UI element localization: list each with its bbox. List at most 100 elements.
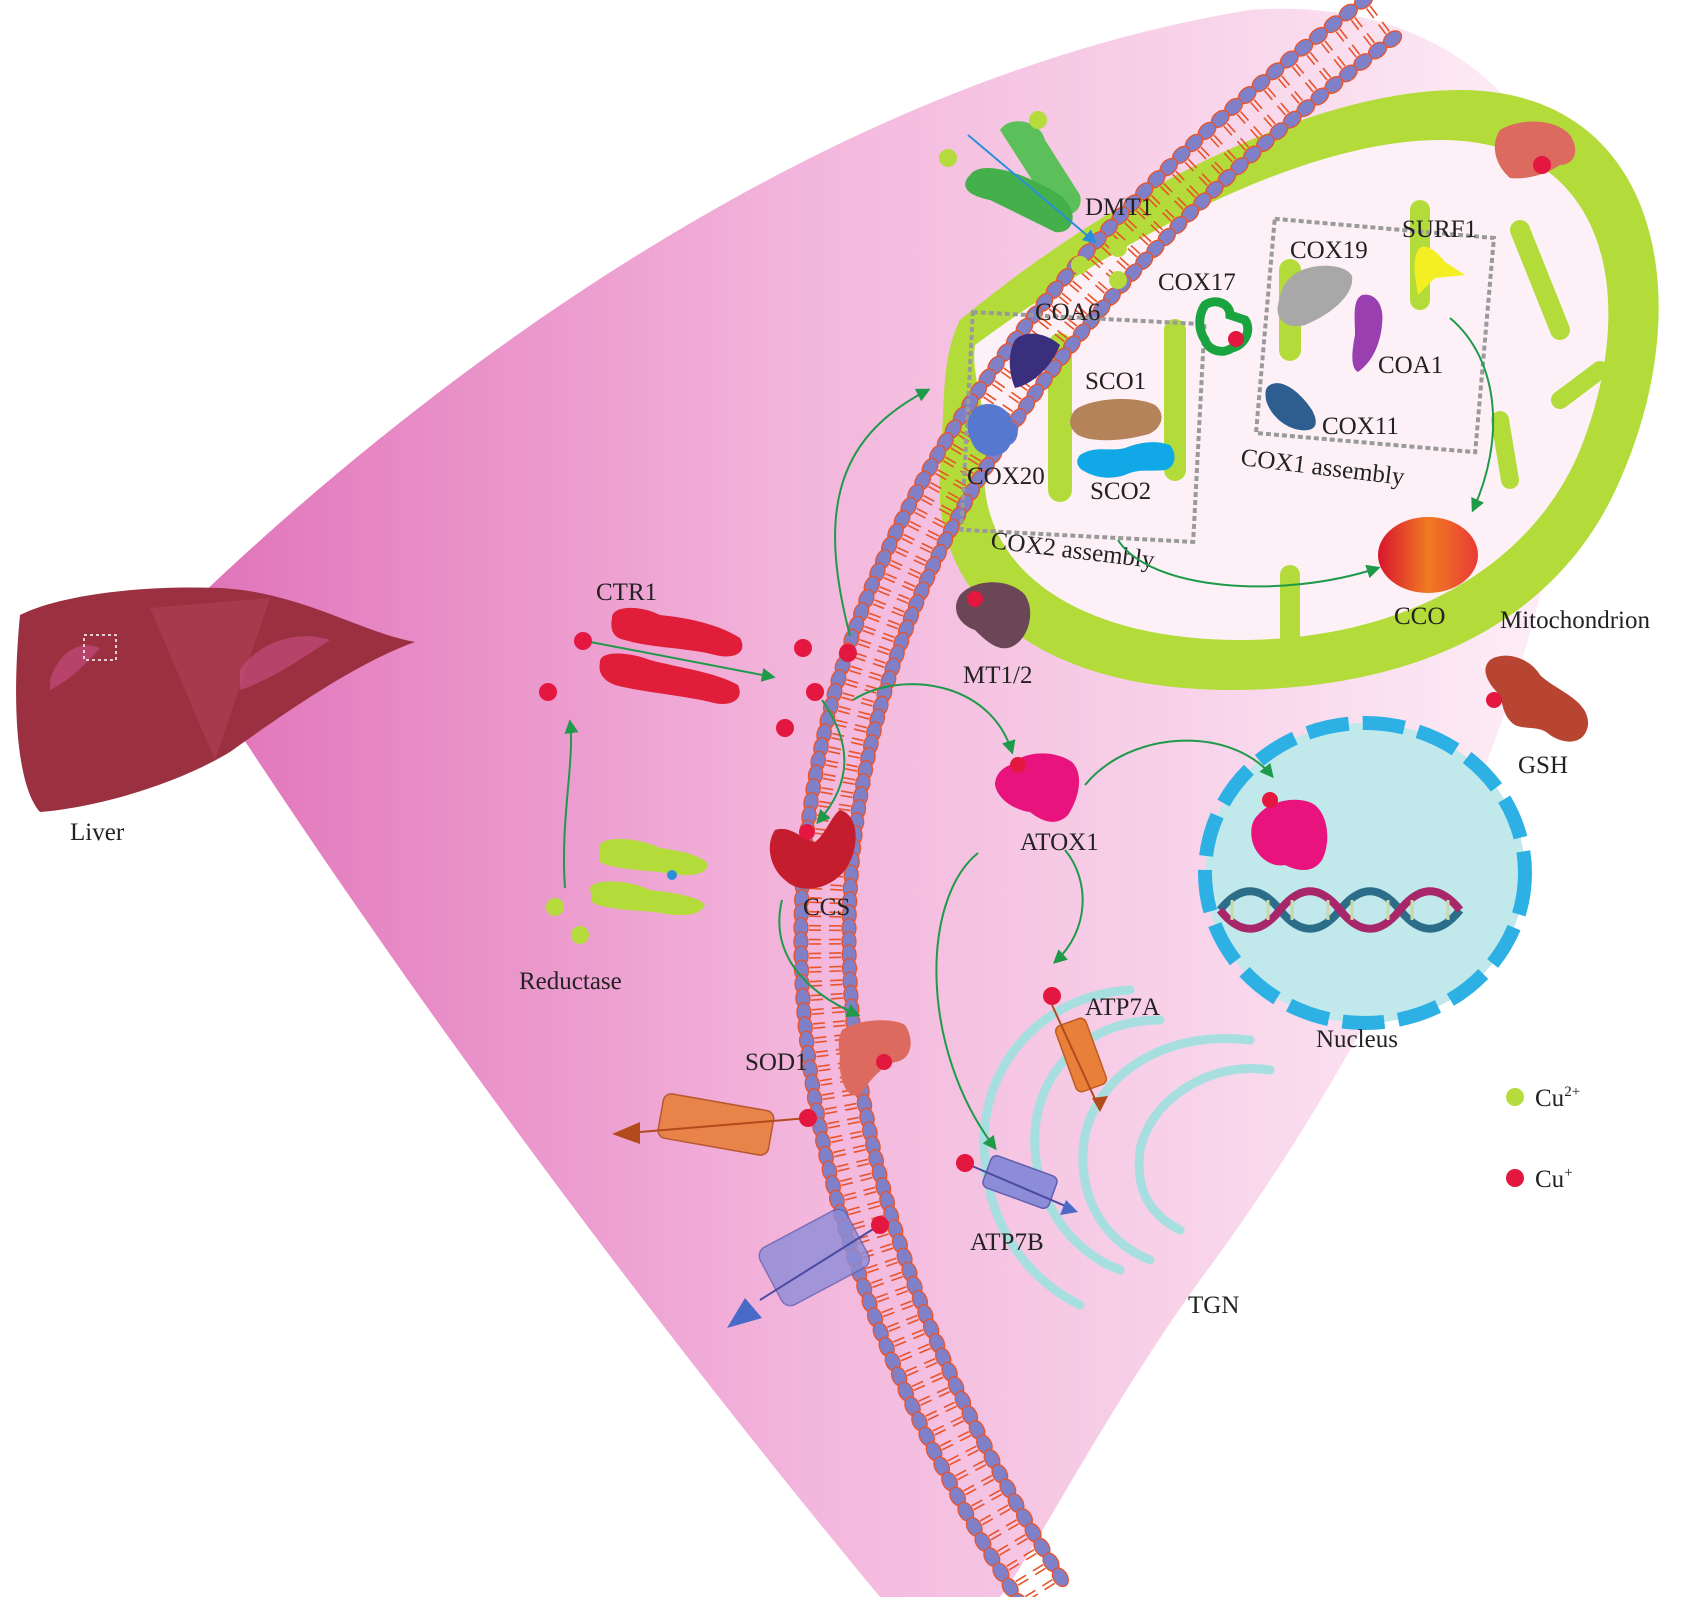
cox20-label: COX20	[967, 463, 1045, 490]
lipid-pair	[1011, 1567, 1069, 1597]
ccs-cu-ion	[799, 824, 815, 840]
atp7b-cu-ion	[956, 1154, 974, 1172]
liver-zoom-box	[83, 634, 117, 661]
lipid-pair	[830, 669, 893, 704]
surf1-protein	[1414, 246, 1465, 295]
sod1-protein	[838, 1020, 911, 1096]
dna-helix	[1216, 887, 1464, 933]
mito-sod1-cu-ion	[1533, 156, 1551, 174]
cox19-protein	[1277, 265, 1353, 327]
lipid-pair	[1294, 38, 1344, 94]
lipid-pair	[1001, 1552, 1060, 1597]
lipid-pair	[828, 1176, 892, 1211]
lipid-pair	[1123, 194, 1176, 247]
atox1-cu-ion	[1010, 757, 1026, 773]
lipid-pair	[1265, 62, 1316, 118]
mt12-label: MT1/2	[963, 662, 1032, 689]
lipid-pair	[957, 1478, 1017, 1522]
cu2-ion	[1071, 256, 1089, 274]
sco1-protein	[1070, 398, 1162, 441]
cu1-ion	[776, 719, 794, 737]
membrane-atp7b-cu-ion	[871, 1216, 889, 1234]
sco2-protein	[1077, 442, 1175, 478]
sco2-label: SCO2	[1090, 478, 1151, 505]
lipid-pair	[1210, 109, 1262, 164]
lipid-pair	[983, 1522, 1042, 1568]
copper-ions	[539, 111, 1127, 944]
lipid-pair	[949, 1463, 1009, 1507]
tgn-label: TGN	[1188, 1292, 1239, 1319]
atp7a-label: ATP7A	[1085, 994, 1160, 1021]
nucleus-label: Nucleus	[1316, 1026, 1398, 1053]
sco1-label: SCO1	[1085, 368, 1146, 395]
lipid-pair	[965, 1493, 1025, 1537]
mitochondrion-label: Mitochondrion	[1500, 607, 1650, 634]
cco-complex	[1378, 517, 1478, 593]
dmt1-flow-arrow	[967, 134, 1098, 244]
legend-cu2-label: Cu2+	[1535, 1084, 1580, 1112]
gsh-protein	[1485, 655, 1589, 742]
cox11-label: COX11	[1322, 413, 1399, 440]
gsh-label: GSH	[1518, 752, 1568, 779]
tgn-golgi	[979, 985, 1275, 1310]
cox2-assembly-box	[959, 309, 1207, 545]
cox20-protein	[967, 403, 1018, 456]
sod1-cu-ion	[876, 1054, 892, 1070]
atp7b-transporter	[964, 1154, 1078, 1215]
mt12-cu-ion	[967, 591, 983, 607]
lipid-pair	[1323, 15, 1373, 71]
lipid-pair	[869, 562, 930, 602]
cox17-cu-ion	[1228, 331, 1244, 347]
cox11-protein	[1265, 383, 1316, 431]
lipid-pair	[941, 1449, 1001, 1492]
sod1-label: SOD1	[745, 1049, 808, 1076]
nucleus-atox1-cu-ion	[1262, 792, 1278, 808]
coa1-protein	[1352, 294, 1383, 372]
legend-cu1-label: Cu+	[1535, 1165, 1573, 1193]
liver-organ	[16, 587, 415, 812]
cu2-ion	[1109, 239, 1127, 257]
atp7b-label: ATP7B	[970, 1229, 1044, 1256]
coa1-label: COA1	[1378, 352, 1443, 379]
cox17-protein	[1195, 297, 1253, 356]
ccs-protein	[769, 810, 856, 889]
lipid-pair	[1197, 121, 1249, 176]
atp7a-transporter	[1051, 1004, 1108, 1112]
coa6-label: COA6	[1035, 299, 1100, 326]
coa6-protein	[1009, 333, 1060, 388]
surf1-label: SURF1	[1402, 216, 1477, 243]
cu1-ion	[539, 683, 557, 701]
lipid-pair	[1224, 97, 1275, 153]
legend: Cu2+ Cu+	[1506, 1084, 1580, 1193]
pathway-arrows	[562, 317, 1495, 1151]
membrane-atp7a-cu-ion	[799, 1109, 817, 1127]
cox1-assembly-box	[1253, 216, 1497, 455]
cco-label: CCO	[1394, 603, 1445, 630]
lipid-pair	[1308, 26, 1358, 83]
liver-label: Liver	[70, 819, 125, 846]
dmt1-label: DMT1	[1085, 194, 1153, 221]
dmt1-transporter	[965, 121, 1081, 233]
reductase-label: Reductase	[519, 968, 622, 995]
cu2-ion	[1029, 111, 1047, 129]
ctr1-transporter	[599, 607, 743, 705]
atox1-label: ATOX1	[1020, 829, 1099, 856]
atp7a-cu-ion	[1043, 987, 1061, 1005]
cox19-label: COX19	[1290, 237, 1368, 264]
lipid-pair	[918, 1405, 979, 1447]
legend-cu2-marker	[1506, 1088, 1524, 1106]
cu1-ion	[794, 639, 812, 657]
ctr1-flow-arrow	[579, 639, 776, 682]
cu2-ion	[939, 149, 957, 167]
ccs-label: CCS	[803, 894, 850, 921]
membrane-atp7b-transporter	[727, 1208, 879, 1328]
cu1-ion	[806, 683, 824, 701]
gsh-cu-ion	[1486, 692, 1502, 708]
cu1-ion	[839, 644, 857, 662]
ctr1-label: CTR1	[596, 579, 657, 606]
lipid-pair	[1338, 3, 1388, 60]
cu2-ion	[571, 926, 589, 944]
cu1-ion	[574, 632, 592, 650]
cox17-label: COX17	[1158, 269, 1236, 296]
